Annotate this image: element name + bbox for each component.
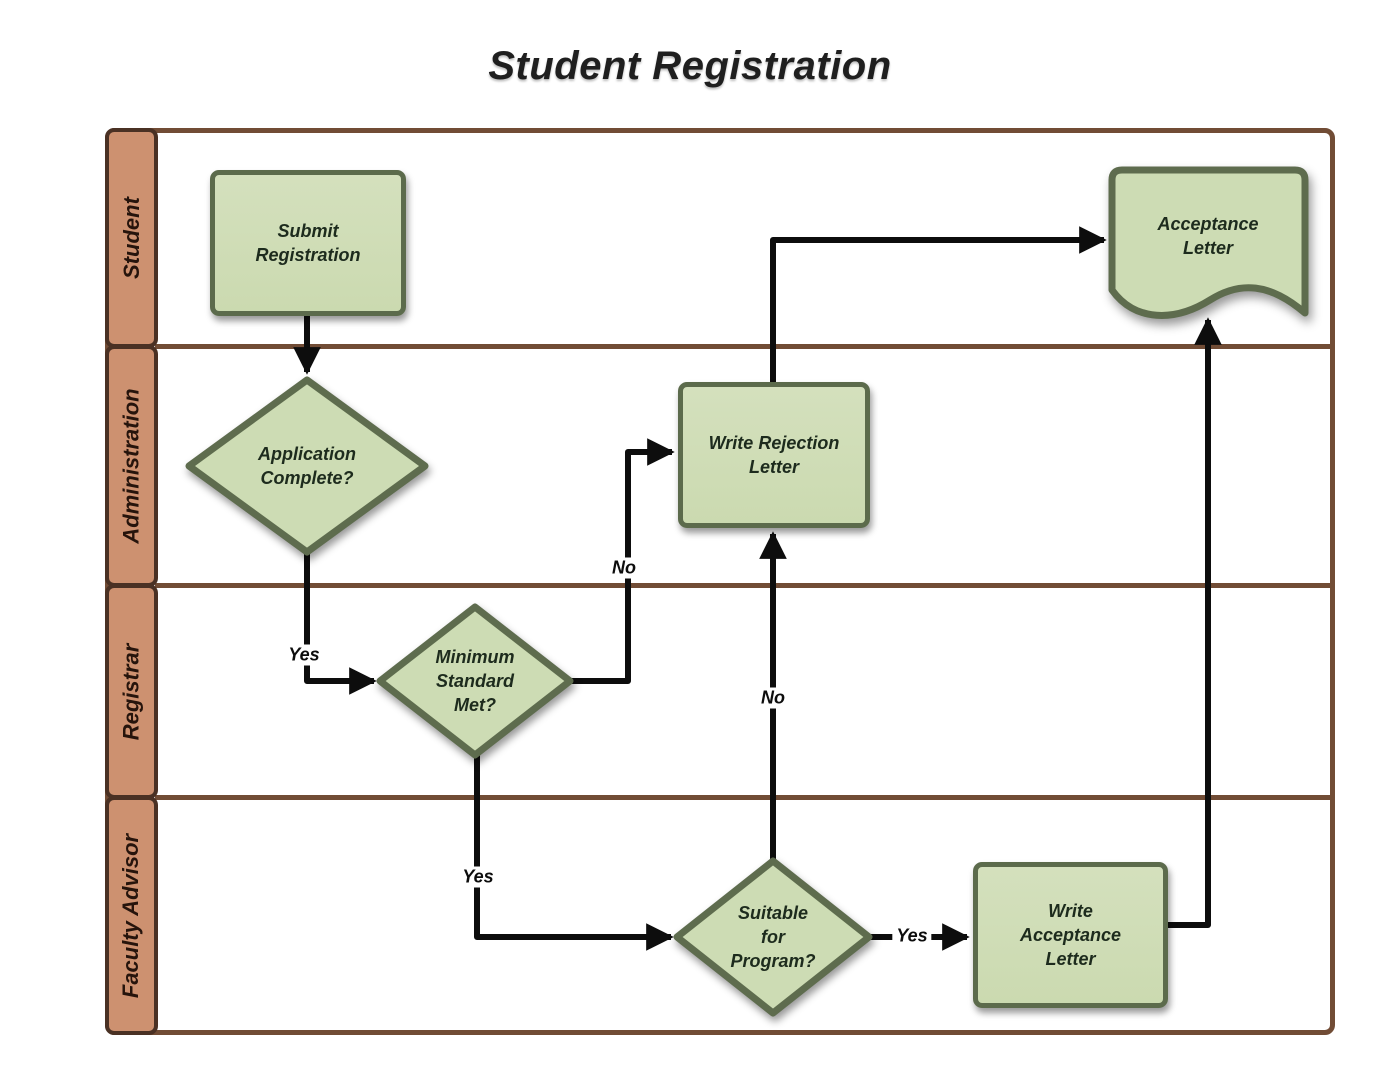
node-write-rejection-letter-label: Write Rejection Letter (708, 432, 840, 477)
edge-label-application-complete-yes: Yes (284, 644, 324, 666)
node-minimum-standard-diamond (376, 603, 574, 759)
lane-header-student: Student (105, 128, 158, 348)
node-acceptance-letter-document (1108, 166, 1309, 319)
node-application-complete-diamond (185, 376, 429, 556)
lane-divider-administration-registrar (155, 583, 1333, 588)
edge-minimum-standard-yes (474, 755, 674, 951)
lane-header-registrar: Registrar (105, 584, 158, 799)
edge-label-suitable-for-program-yes: Yes (892, 925, 932, 947)
edge-application-complete-yes (304, 552, 377, 695)
edge-label-minimum-standard-no: No (608, 557, 640, 579)
lane-divider-registrar-faculty-advisor (155, 795, 1333, 800)
lane-header-faculty-advisor: Faculty Advisor (105, 796, 158, 1035)
node-write-acceptance-letter: Write Acceptance Letter (973, 862, 1168, 1008)
edge-label-suitable-for-program-no: No (757, 687, 789, 709)
lane-divider-student-administration (155, 344, 1333, 349)
edge-write-rejection-to-letter (770, 226, 1107, 382)
node-write-acceptance-letter-label: Write Acceptance Letter (1019, 900, 1122, 970)
edge-label-minimum-standard-yes: Yes (458, 866, 498, 888)
node-submit-registration: Submit Registration (210, 170, 406, 316)
node-submit-registration-label: Submit Registration (255, 220, 361, 265)
edge-write-acceptance-to-letter (1167, 317, 1222, 928)
diagram-title: Student Registration (488, 44, 892, 88)
node-write-rejection-letter: Write Rejection Letter (678, 382, 870, 528)
node-suitable-for-program-diamond (673, 857, 873, 1017)
